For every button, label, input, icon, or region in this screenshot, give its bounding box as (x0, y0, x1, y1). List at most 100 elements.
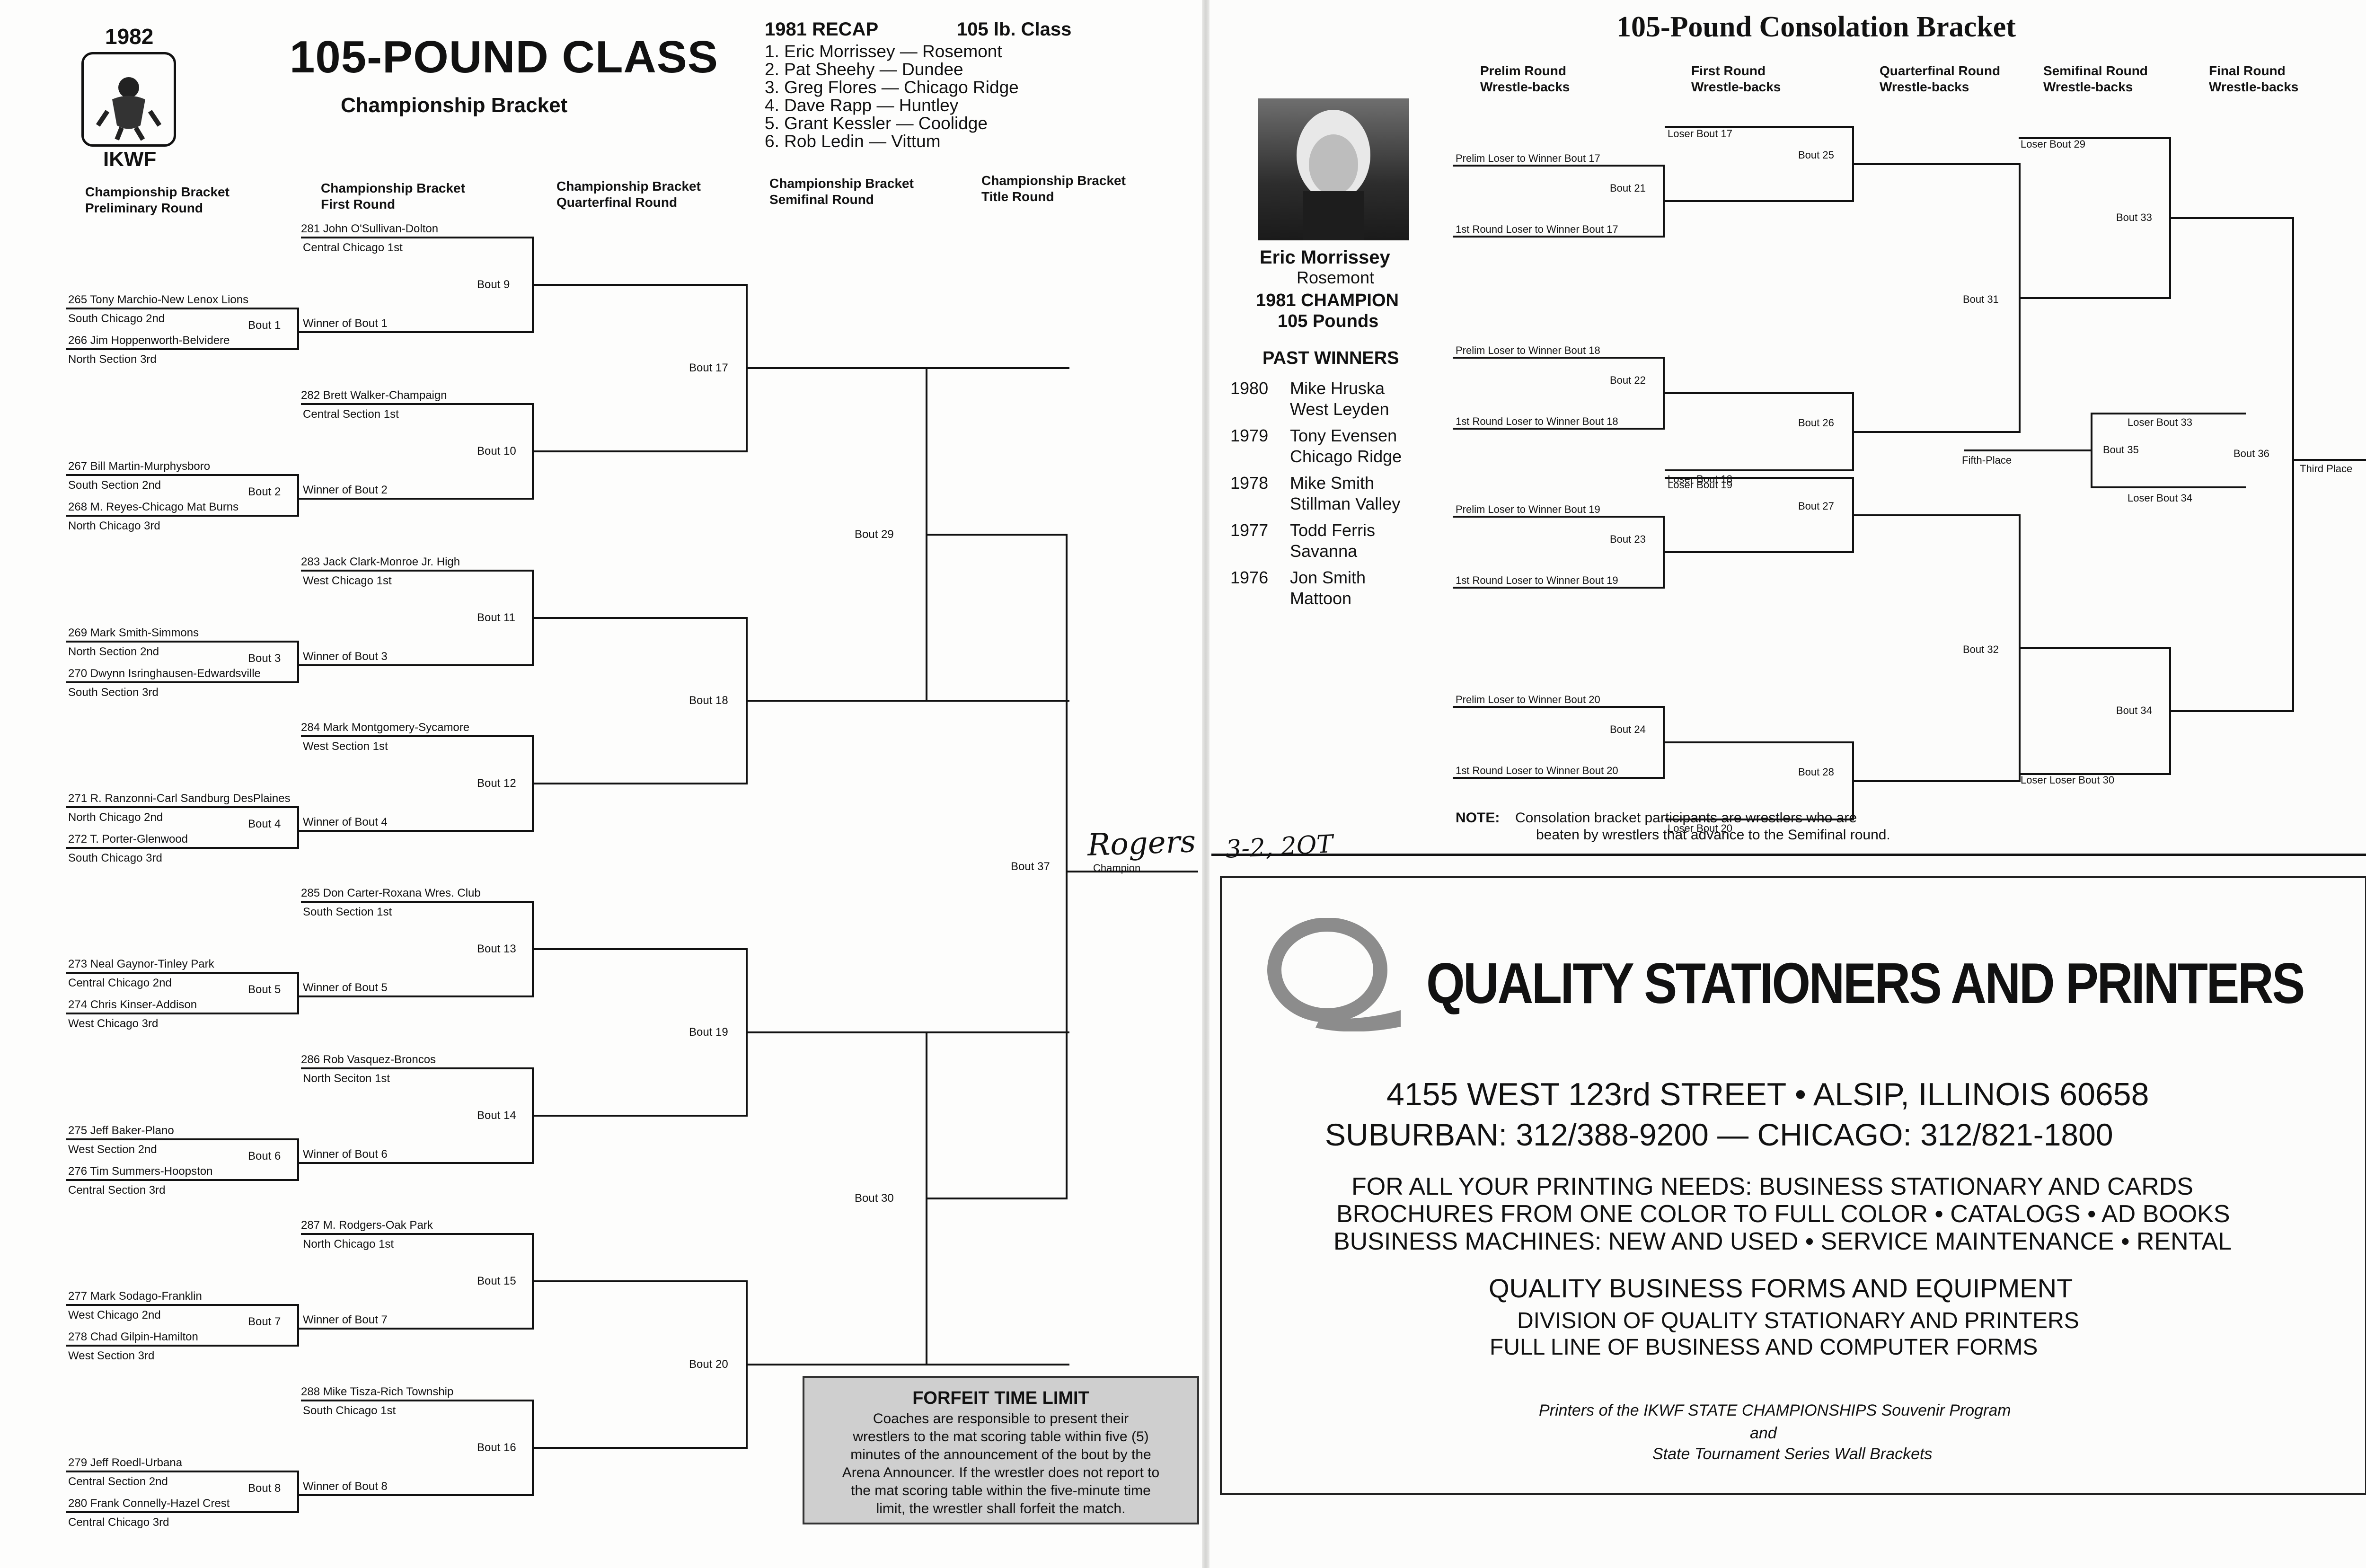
ad-address: 4155 WEST 123rd STREET • ALSIP, ILLINOIS… (1386, 1076, 2149, 1112)
final-vertical (1066, 534, 1068, 1199)
first-round-bout: Bout 13 (477, 943, 516, 955)
prelim-vertical (297, 1471, 299, 1513)
ad-company: QUALITY STATIONERS AND PRINTERS (1426, 951, 2305, 1015)
cons-header-line1: Prelim Round (1480, 63, 1567, 78)
prelim-wrestler-b: 272 T. Porter-Glenwood (68, 833, 188, 846)
sf-out-line (926, 1198, 1068, 1199)
fifth-bottom (2092, 486, 2246, 488)
prelim-section-b: South Chicago 3rd (68, 852, 162, 864)
cons-qf-out (1852, 514, 2021, 516)
recap-item: 1. Eric Morrissey — Rosemont (765, 42, 1002, 61)
prelim-line-a (66, 1304, 299, 1306)
prelim-wrestler-b: 268 M. Reyes-Chicago Mat Burns (68, 501, 239, 513)
forfeit-line: limit, the wrestler shall forfeit the ma… (876, 1501, 1126, 1516)
prelim-wrestler-b: 278 Chad Gilpin-Hamilton (68, 1330, 198, 1343)
prelim-line-a (66, 806, 299, 808)
first-out-line (532, 1447, 748, 1449)
cons-prelim-label: Prelim Loser to Winner Bout 19 (1456, 503, 1600, 515)
prelim-section-a: South Section 2nd (68, 479, 161, 492)
qf-out-line (746, 1031, 1069, 1033)
prelim-line-b (66, 348, 299, 350)
ad-forms-title: QUALITY BUSINESS FORMS AND EQUIPMENT (1489, 1273, 2073, 1303)
prelim-line-b (66, 847, 299, 849)
winner-line (299, 830, 534, 832)
cons-qf-out (1852, 780, 2021, 782)
prelim-vertical (297, 641, 299, 683)
forfeit-line: wrestlers to the mat scoring table withi… (853, 1429, 1149, 1445)
prelim-section-b: Central Chicago 3rd (68, 1516, 169, 1529)
recap-item: 3. Greg Flores — Chicago Ridge (765, 78, 1019, 97)
ikwf-label: IKWF (103, 148, 157, 171)
prelim-line-a (66, 1138, 299, 1140)
seed-line (301, 901, 534, 903)
prelim-section-b: South Section 3rd (68, 686, 159, 699)
round-header-line1: Championship Bracket (981, 173, 1126, 188)
prelim-bout: Bout 7 (248, 1315, 281, 1328)
prelim-section-a: North Chicago 2nd (68, 811, 163, 824)
seed-wrestler: 282 Brett Walker-Champaign (301, 389, 447, 402)
winner-label: Winner of Bout 2 (303, 484, 388, 496)
prelim-wrestler-a: 267 Bill Martin-Murphysboro (68, 460, 211, 473)
cons-first-bout: Bout 22 (1610, 374, 1646, 386)
prelim-line-b (66, 681, 299, 683)
past-winner-school: Chicago Ridge (1290, 447, 1402, 466)
seed-section: Central Chicago 1st (303, 241, 403, 254)
prelim-bout: Bout 8 (248, 1482, 281, 1495)
prelim-wrestler-a: 273 Neal Gaynor-Tinley Park (68, 958, 214, 970)
fifth-loser34: Loser Bout 34 (2128, 492, 2192, 504)
quality-logo-icon (1267, 918, 1401, 1031)
champion-line2: 105 Pounds (1278, 311, 1379, 331)
page-title: 105-POUND CLASS (290, 32, 718, 82)
cons-prelim-label: Prelim Loser to Winner Bout 20 (1456, 694, 1600, 705)
prelim-bout: Bout 1 (248, 319, 281, 332)
cons-prelim-label: Prelim Loser to Winner Bout 18 (1456, 344, 1600, 356)
cons-first-line (1453, 777, 1665, 779)
prelim-section-b: North Chicago 3rd (68, 520, 160, 532)
first-out-line (532, 617, 748, 619)
fifth-vertical (2091, 413, 2092, 488)
prelim-bout: Bout 2 (248, 485, 281, 498)
prelim-line-b (66, 1511, 299, 1513)
first-round-bout: Bout 14 (477, 1109, 516, 1122)
prelim-line-a (66, 641, 299, 643)
recap-item: 5. Grant Kessler — Coolidge (765, 114, 988, 133)
round-header-line2: Title Round (981, 189, 1054, 204)
past-winner-year: 1978 (1230, 473, 1269, 493)
cons-loser-30: Loser Loser Bout 30 (2021, 774, 2115, 786)
round-header-line1: Championship Bracket (556, 179, 701, 194)
seed-line (301, 570, 534, 572)
qf-out-line (746, 700, 1069, 702)
ad-footer-2: and (1750, 1424, 1777, 1442)
seed-section: West Chicago 1st (303, 574, 392, 587)
cons-header-line1: Quarterfinal Round (1880, 63, 2001, 78)
forfeit-box: FORFEIT TIME LIMIT Coaches are responsib… (803, 1376, 1199, 1524)
prelim-vertical (297, 806, 299, 849)
winner-line (299, 331, 534, 333)
seed-wrestler: 286 Rob Vasquez-Broncos (301, 1053, 436, 1066)
cons-sf-bout: Bout 32 (1963, 643, 1999, 655)
champion-line (1066, 871, 1198, 872)
winner-line (299, 1494, 534, 1496)
champion-line1: 1981 CHAMPION (1256, 291, 1399, 310)
qf-bout: Bout 17 (689, 361, 728, 374)
prelim-section-b: Central Section 3rd (68, 1184, 166, 1197)
cons-prelim-line (1453, 516, 1665, 518)
year-label: 1982 (105, 24, 154, 49)
seed-line (301, 735, 534, 737)
prelim-section-b: West Chicago 3rd (68, 1017, 159, 1030)
first-out-line (532, 450, 748, 452)
prelim-line-b (66, 1179, 299, 1181)
cons-first-out (1663, 741, 1854, 743)
ikwf-logo (81, 52, 176, 147)
prelim-line-b (66, 515, 299, 517)
champion-name: Eric Morrissey (1260, 247, 1390, 268)
fifth-label: Fifth-Place (1962, 454, 2012, 466)
first-round-bout: Bout 16 (477, 1441, 516, 1454)
cons-header-line1: Semifinal Round (2043, 63, 2148, 78)
winner-label: Winner of Bout 3 (303, 650, 388, 663)
sf-bout: Bout 30 (855, 1192, 894, 1205)
note-line1: Consolation bracket participants are wre… (1515, 810, 1857, 826)
cons-qf-out (1852, 431, 2021, 433)
prelim-section-a: West Chicago 2nd (68, 1309, 161, 1321)
cons-loser-label: Loser Bout 17 (1668, 128, 1732, 140)
